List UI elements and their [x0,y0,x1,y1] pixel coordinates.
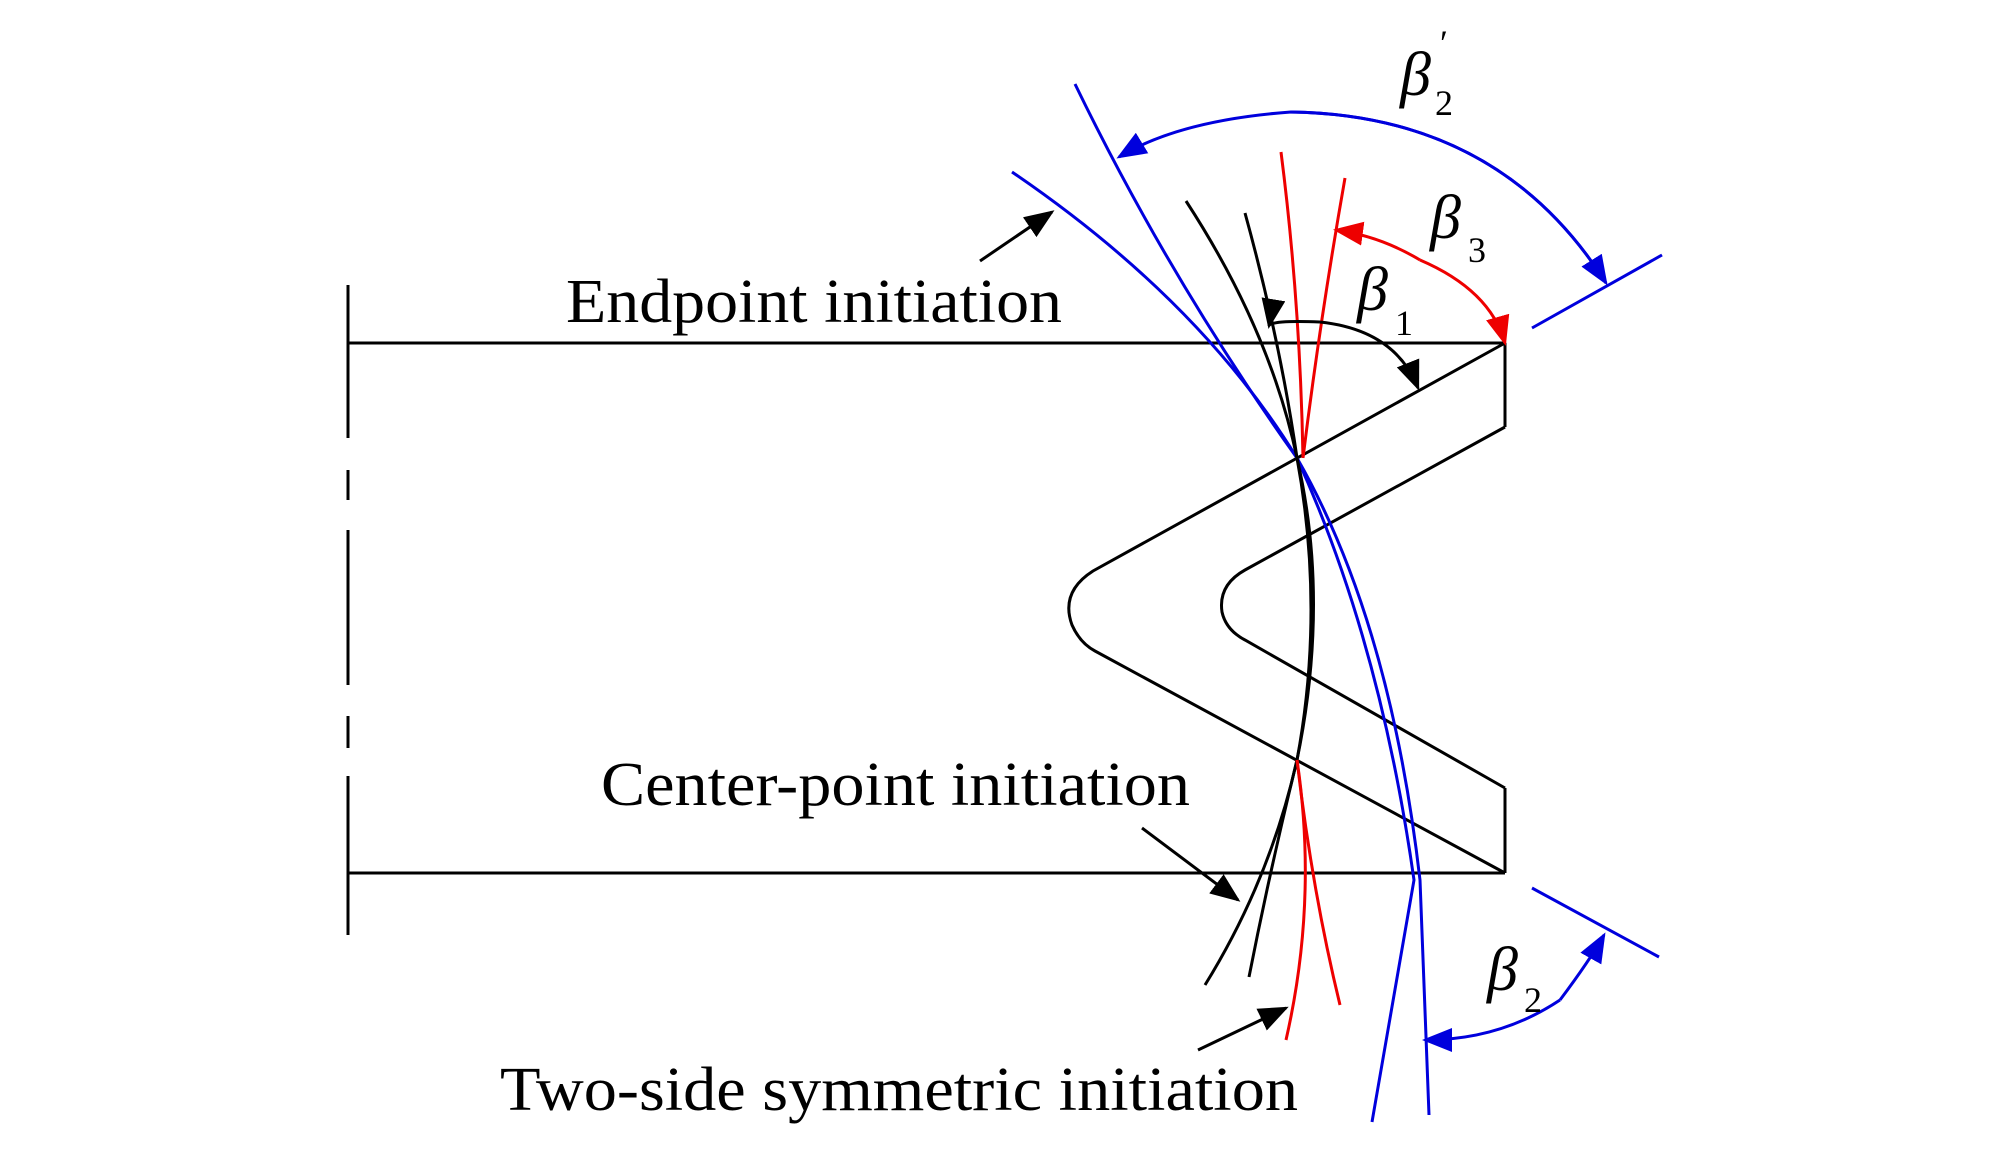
endpoint-front-line [1073,83,1416,1123]
svg-text:β: β [1356,256,1388,324]
beta3-symbol: β 3 [1429,184,1486,270]
twoside-leader-arrow [1197,1006,1289,1052]
svg-text:3: 3 [1468,230,1486,270]
liner-inner [1219,425,1506,790]
svg-text:′: ′ [1440,23,1448,63]
svg-text:2: 2 [1435,83,1453,123]
v-liner [1067,341,1506,875]
svg-text:2: 2 [1524,980,1542,1020]
beta2-symbol: β 2 [1486,936,1542,1020]
beta3-arc-left [1333,221,1421,262]
liner-outer [1067,341,1506,875]
beta2-arc-lower [1422,998,1561,1052]
svg-text:β: β [1429,184,1461,252]
twoside-initiation-fronts [1279,151,1347,1041]
centerpoint-front-2 [1243,212,1313,978]
beta1-arc-left [1261,297,1321,329]
centerpoint-initiation-label: Center-point initiation [601,751,1190,819]
beta2-prime-arc-right [1290,110,1608,286]
twoside-initiation-label: Two-side symmetric initiation [500,1056,1298,1124]
beta2-prime-extension-line [1531,253,1663,330]
beta1-arc-right [1319,320,1420,391]
beta2-prime-symbol: β 2 ′ [1399,23,1453,123]
centerpoint-initiation-fronts [1184,200,1315,986]
twoside-front-lower-2 [1295,759,1342,1006]
svg-text:β: β [1486,936,1518,1004]
endpoint-initiation-label: Endpoint initiation [566,268,1062,336]
beta2-arc-upper [1558,932,1606,1001]
svg-text:β: β [1399,41,1431,109]
centerpoint-leader-arrow [1141,826,1241,902]
twoside-front-upper-1 [1279,151,1305,459]
beta3-arc-right [1419,258,1510,346]
beta2-extension-line [1531,886,1660,959]
twoside-front-upper-2 [1301,177,1347,459]
centerpoint-front-1 [1184,200,1315,986]
endpoint-leader-arrow [979,210,1055,263]
svg-text:1: 1 [1395,303,1413,343]
beta1-symbol: β 1 [1356,256,1413,343]
